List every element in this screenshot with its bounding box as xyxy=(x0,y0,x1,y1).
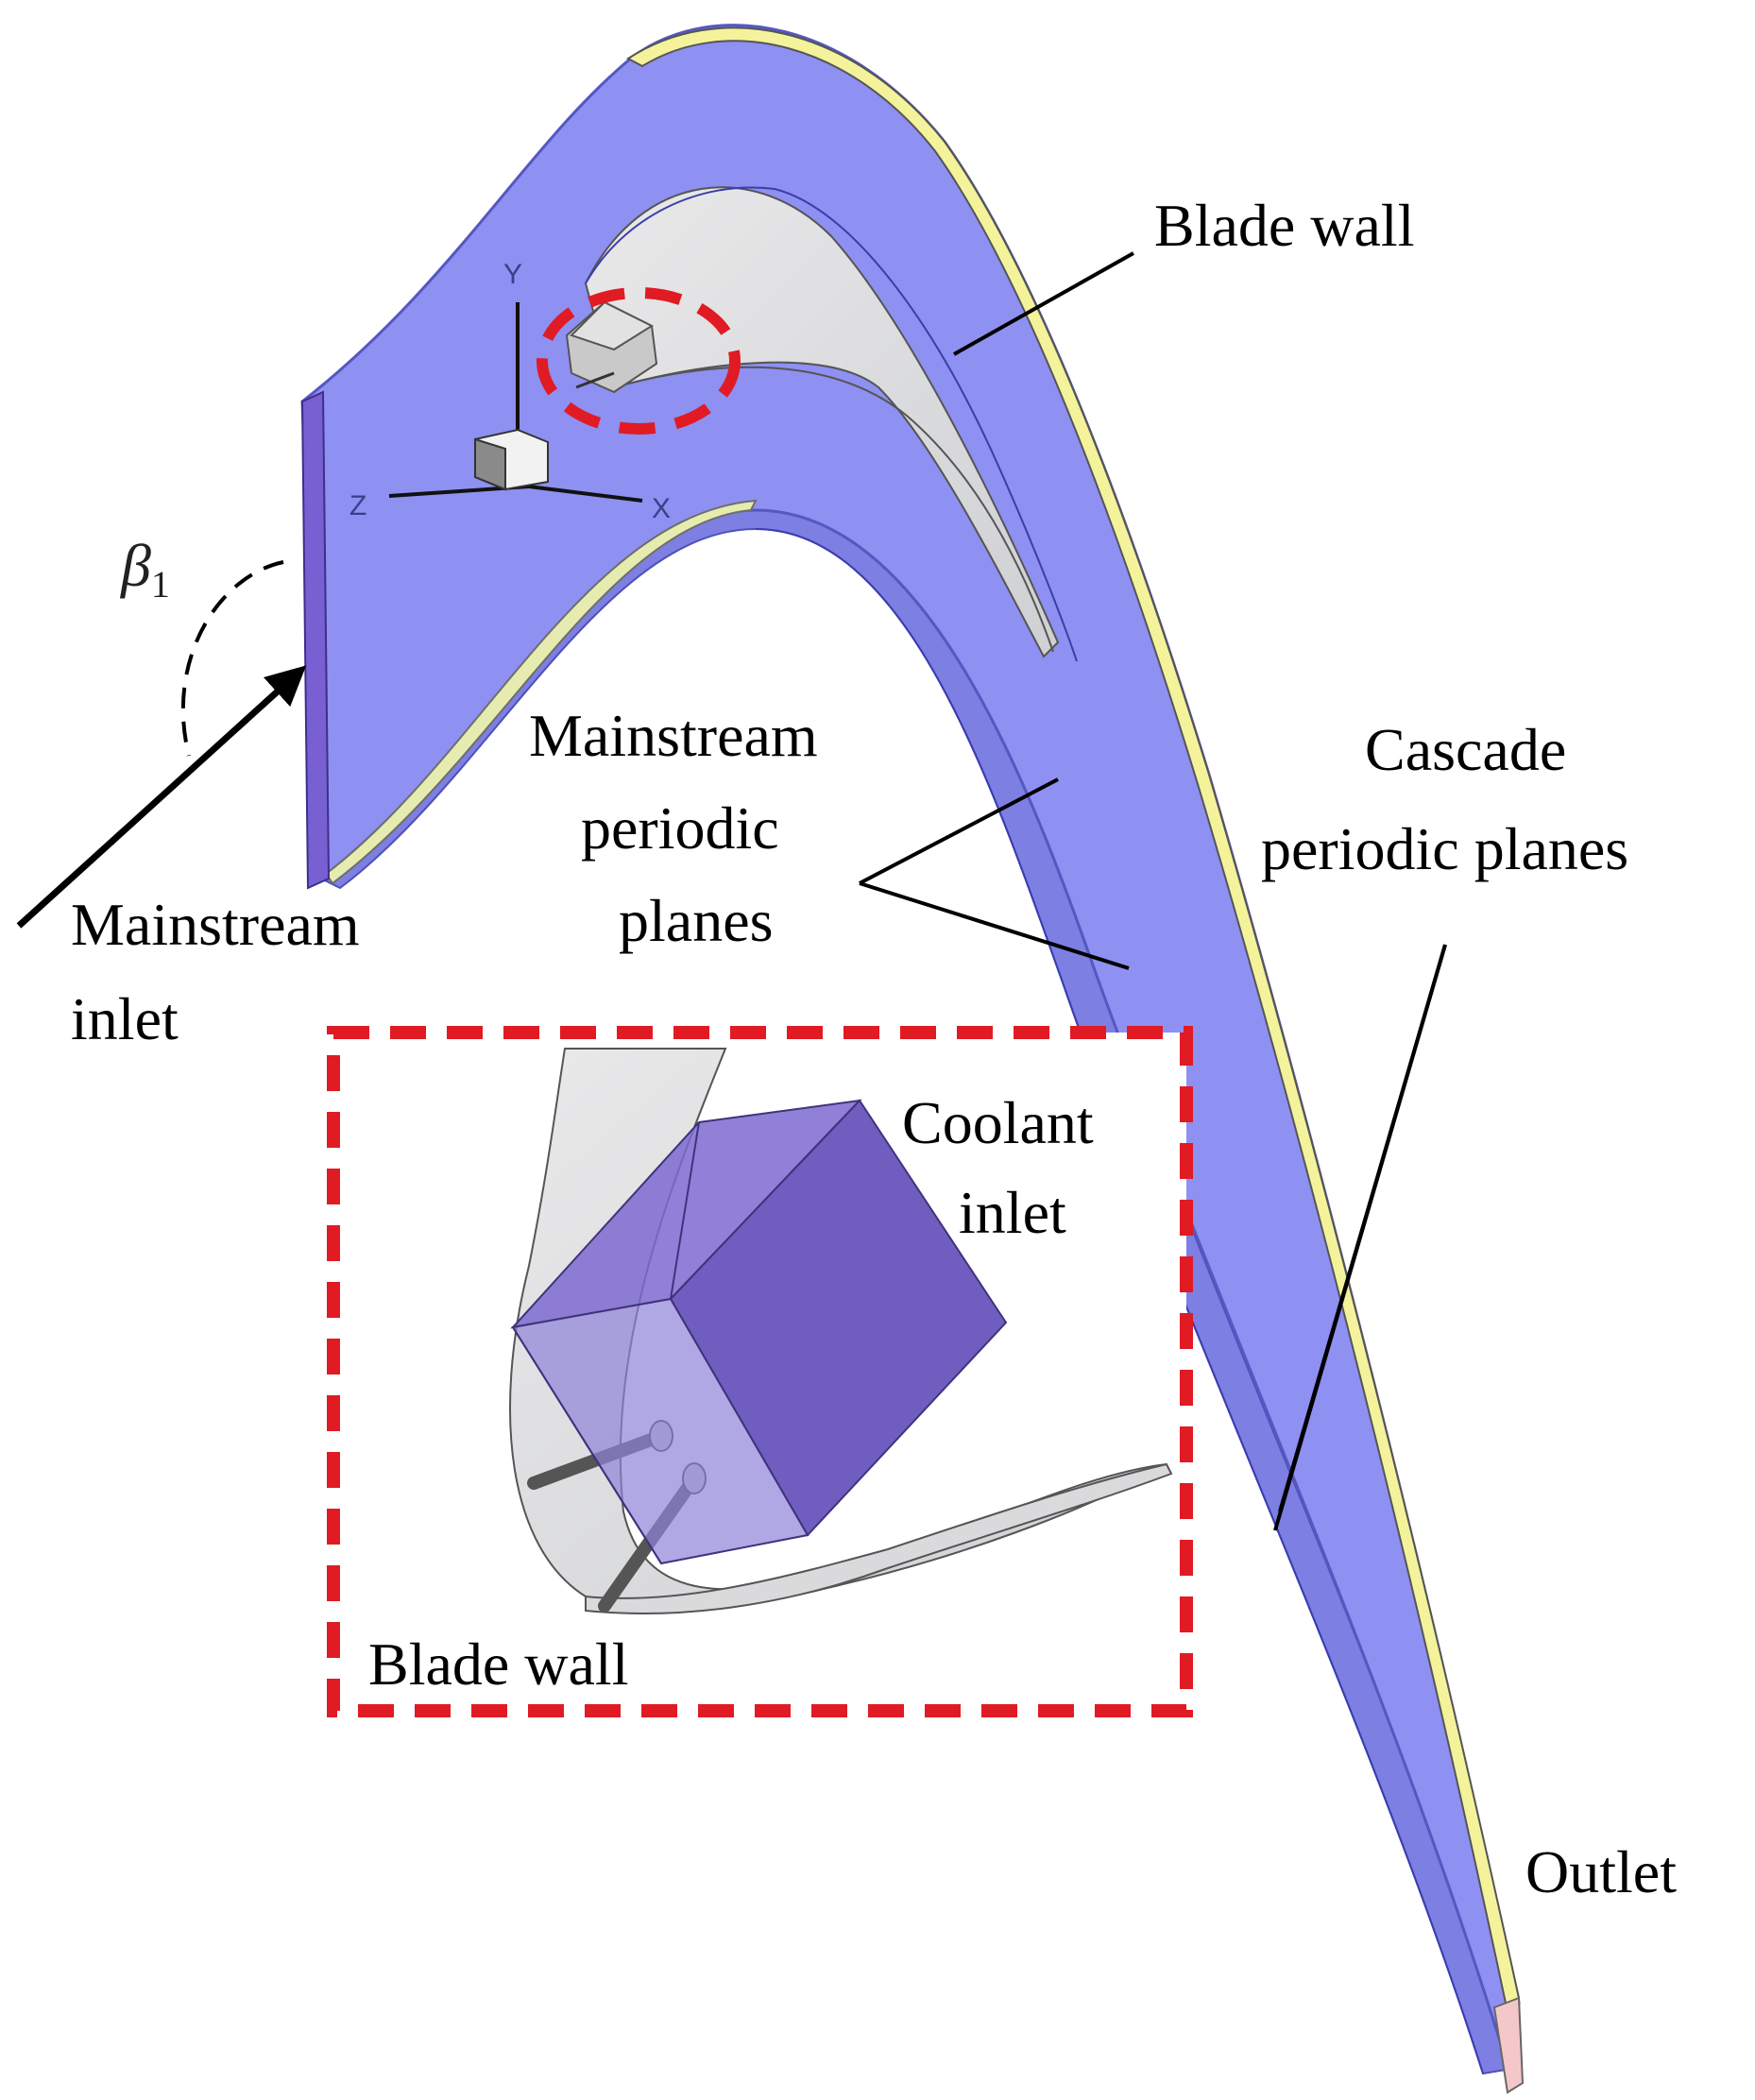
coolant-detail-small xyxy=(537,287,741,435)
label-mainstream-periodic-1: Mainstream xyxy=(529,702,818,769)
label-coolant-inlet-1: Coolant xyxy=(902,1089,1094,1156)
beta-label: β1 xyxy=(119,532,170,606)
label-cascade-periodic-1: Cascade xyxy=(1365,716,1566,783)
label-blade-wall-inset: Blade wall xyxy=(368,1630,628,1698)
blade-inner-slot-edge xyxy=(613,366,1054,653)
small-coolant-hole xyxy=(575,371,615,389)
inset-detail xyxy=(327,1026,1193,1717)
label-outlet: Outlet xyxy=(1525,1838,1677,1905)
axis-x-line xyxy=(528,485,643,503)
label-cascade-periodic-2: periodic planes xyxy=(1261,815,1628,882)
label-mainstream-inlet-1: Mainstream xyxy=(71,891,360,958)
inset-blade-surface-lower xyxy=(585,1462,1173,1614)
leader-cascade-periodic-2 xyxy=(1273,944,1447,1531)
axis-x-label: X xyxy=(652,493,671,524)
small-coolant-box-face xyxy=(570,300,655,351)
label-mainstream-periodic-2: periodic xyxy=(581,794,779,862)
blade-wall-lower-strip xyxy=(324,499,758,885)
label-mainstream-periodic-3: planes xyxy=(619,887,774,954)
mainstream-inlet-face xyxy=(300,390,331,890)
labels: Blade wall Mainstream periodic planes Ca… xyxy=(71,192,1677,1905)
leader-blade-wall xyxy=(953,251,1134,356)
label-blade-wall-top: Blade wall xyxy=(1154,192,1414,259)
outlet-face xyxy=(1492,1996,1525,2094)
axis-y-label: Y xyxy=(503,259,522,290)
inlet-angle-annotation: β1 xyxy=(16,532,307,929)
beta-angle-arc xyxy=(180,560,284,757)
blade-pressure-edge xyxy=(585,186,1078,662)
inset-blade-surface xyxy=(509,1048,1167,1611)
leader-lines xyxy=(859,251,1447,1531)
highlight-ellipse xyxy=(537,287,741,435)
label-mainstream-inlet-2: inlet xyxy=(71,985,179,1052)
coordinate-axes: Y Z X xyxy=(349,259,671,524)
leader-mainstream-periodic-1 xyxy=(859,777,1059,885)
label-coolant-inlet-2: inlet xyxy=(959,1179,1066,1246)
axis-origin-cube-side xyxy=(474,437,506,491)
inlet-flow-arrow xyxy=(16,665,307,929)
axis-z-label: Z xyxy=(349,490,366,521)
coolant-box-inner-edge xyxy=(512,1121,700,1564)
leader-mainstream-periodic-2 xyxy=(859,881,1130,970)
